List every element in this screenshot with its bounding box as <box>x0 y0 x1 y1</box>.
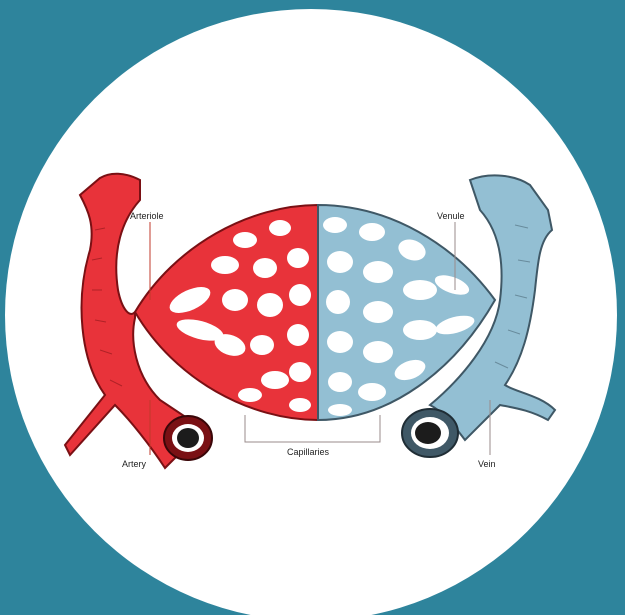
label-artery: Artery <box>122 459 147 469</box>
label-capillaries: Capillaries <box>287 447 330 457</box>
capillary-bed <box>135 205 495 420</box>
label-arteriole: Arteriole <box>130 211 164 221</box>
label-venule: Venule <box>437 211 465 221</box>
label-vein: Vein <box>478 459 496 469</box>
